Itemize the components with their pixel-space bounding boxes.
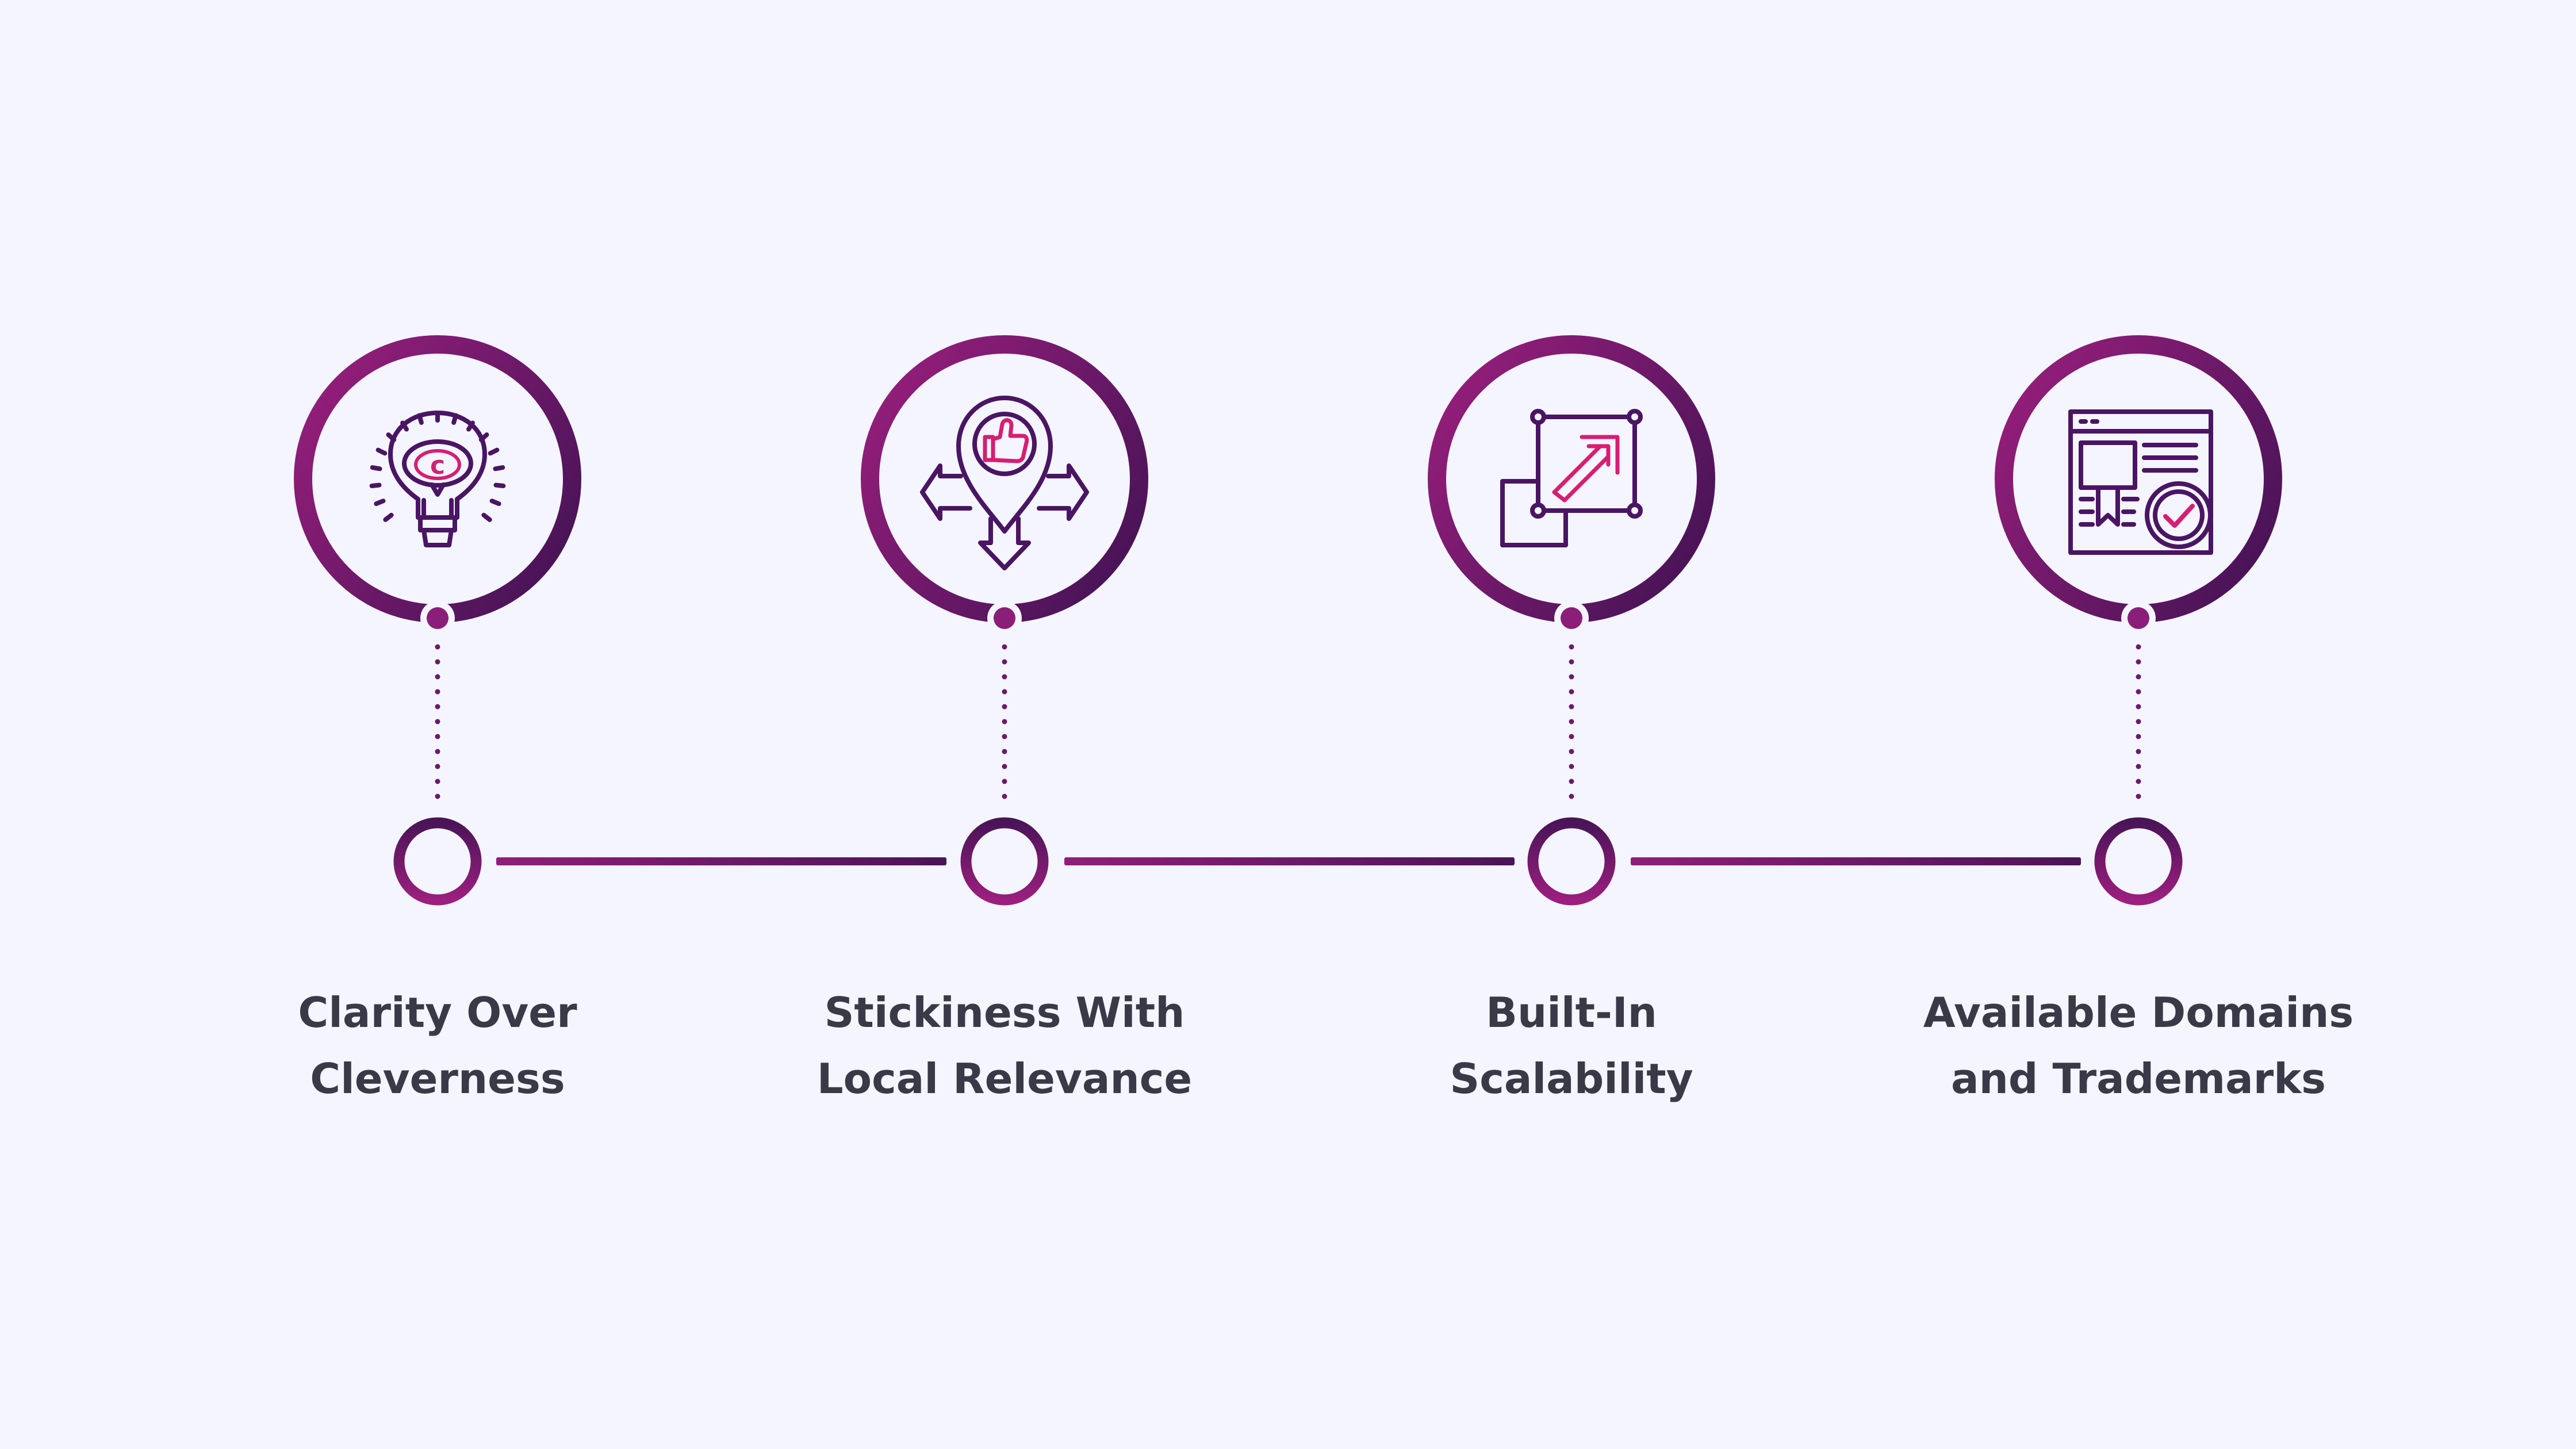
connector-line [496, 857, 946, 865]
arrow-down [978, 516, 1031, 570]
timeline-node [960, 817, 1049, 906]
bulb-glass [388, 411, 487, 520]
icon-ring [861, 335, 1148, 623]
arrow-left [920, 463, 972, 521]
small-square [1500, 479, 1568, 547]
icon-ring [1995, 335, 2282, 623]
bulb-base [418, 515, 457, 547]
scale-up-arrow-icon [1500, 409, 1643, 547]
document-frame [2068, 409, 2213, 555]
pin-shape [956, 396, 1053, 534]
copyright-letter: c [430, 451, 445, 480]
lightbulb-icon: c [369, 411, 506, 547]
large-square [1536, 415, 1637, 513]
connector-line [1064, 857, 1515, 865]
timeline-connectors [496, 857, 2081, 865]
thumbs-up [983, 418, 1029, 463]
icon-ring [1428, 335, 1715, 623]
ring-knob [2128, 607, 2149, 629]
ring-knob [994, 607, 1015, 629]
step-label-line1: Built-In [1486, 988, 1657, 1037]
connector-line [1631, 857, 2081, 865]
step-3: Built-In Scalability [1428, 335, 1715, 1103]
step-label-line2: Local Relevance [817, 1055, 1192, 1103]
timeline-node [393, 817, 482, 906]
timeline-node [1527, 817, 1616, 906]
trademark-certificate-icon [2068, 409, 2213, 555]
ring-knob [427, 607, 448, 629]
step-2: Stickiness With Local Relevance [817, 335, 1192, 1103]
step-label-line1: Clarity Over [298, 988, 577, 1037]
step-label-line1: Available Domains [1923, 988, 2353, 1037]
timeline-node [2094, 817, 2183, 906]
check-mark [2163, 504, 2195, 528]
ring-knob [1561, 607, 1582, 629]
step-1: c Clarity Over Cleverness [294, 335, 581, 1103]
step-label-line1: Stickiness With [825, 988, 1185, 1037]
step-4: Available Domains and Trademarks [1923, 335, 2353, 1103]
step-label-line2: Scalability [1450, 1055, 1693, 1103]
step-label-line2: Cleverness [310, 1055, 565, 1103]
arrow-right [1037, 463, 1089, 521]
diagonal-arrow [1552, 435, 1620, 503]
location-pin-thumbs-up-icon [920, 396, 1089, 570]
step-label-line2: and Trademarks [1951, 1055, 2326, 1103]
speech-bubble [402, 439, 473, 488]
